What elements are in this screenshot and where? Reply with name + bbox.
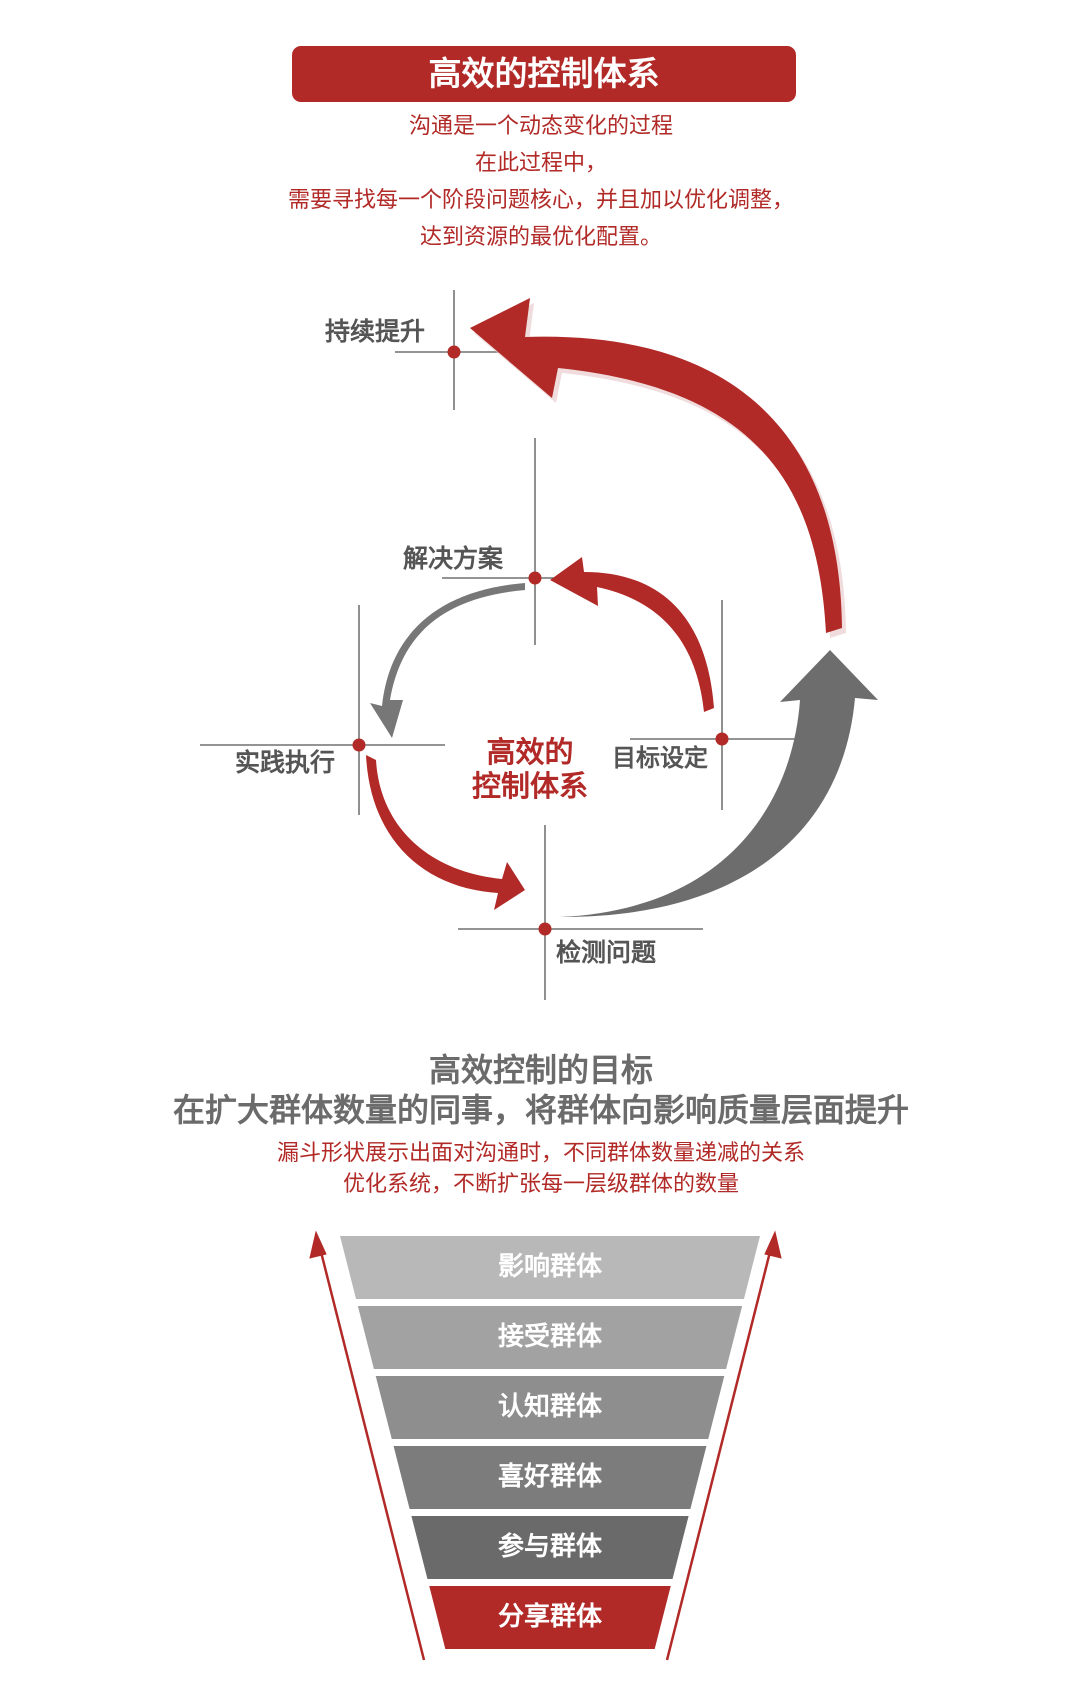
funnel-layer-label: 接受群体 [497,1322,602,1352]
left-growth-arrow-shaft [316,1239,426,1661]
growth-arrows [309,1230,782,1661]
stage-label-goal-setting: 目标设定 [612,744,708,772]
funnel-layers [340,1236,760,1649]
funnel-layer-2 [357,1306,743,1369]
cycle-center-line-2: 控制体系 [471,769,588,803]
goal-note-line-2: 优化系统，不断扩张每一层级群体的数量 [342,1172,739,1197]
funnel-layer-label: 参与群体 [497,1532,602,1562]
stage-label-solution: 解决方案 [403,544,504,573]
right-growth-arrow-shaft [665,1239,775,1661]
goal-title-line-1: 高效控制的目标 [428,1051,653,1089]
funnel-layer-label: 分享群体 [497,1602,602,1632]
right-growth-arrow-head [764,1230,782,1259]
goal-note-line-1: 漏斗形状展示出面对沟通时，不同群体数量递减的关系 [276,1141,805,1166]
funnel-layer-6 [429,1586,671,1649]
cycle-center-line-1: 高效的 [486,735,574,769]
funnel-layer-5 [411,1516,689,1579]
funnel-layer-3 [375,1376,725,1439]
intro-line-3: 需要寻找每一个阶段问题核心，并且加以优化调整， [287,188,794,213]
intro-line-4: 达到资源的最优化配置。 [419,225,662,250]
funnel-layer-1 [340,1236,760,1299]
cycle-diagram [200,290,878,1000]
goal-title-line-2: 在扩大群体数量的同事，将群体向影响质量层面提升 [172,1091,909,1129]
detection-arrow [560,650,878,918]
stage-label-execution: 实践执行 [235,748,336,777]
left-growth-arrow-head [309,1230,327,1259]
intro-line-2: 在此过程中， [474,151,607,176]
detection-small-arrow [366,755,525,910]
funnel-layer-4 [393,1446,707,1509]
continuous-arrow [470,298,842,633]
funnel-layer-label: 影响群体 [497,1252,602,1282]
intro-line-1: 沟通是一个动态变化的过程 [408,114,673,139]
solution-arrow [550,557,714,712]
title-banner: 高效的控制体系 [292,46,796,102]
stage-label-continuous: 持续提升 [325,317,426,346]
execution-arrow [370,583,525,738]
cycle-nodes [352,345,729,936]
funnel-layer-label: 认知群体 [497,1392,602,1422]
stage-label-detection: 检测问题 [556,938,657,967]
banner-title: 高效的控制体系 [428,54,660,93]
funnel-layer-label: 喜好群体 [497,1462,602,1492]
